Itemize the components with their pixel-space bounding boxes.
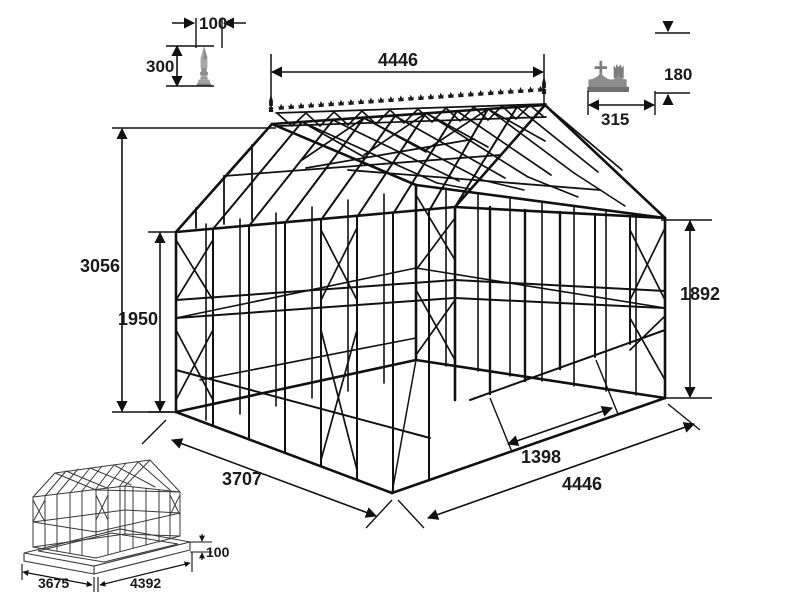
front-width-ext-left bbox=[397, 499, 425, 529]
depth-ext-left bbox=[141, 419, 167, 445]
side-wall-height-label: 1892 bbox=[680, 284, 720, 304]
finial-width-label: 100 bbox=[199, 14, 227, 33]
gable-left-rafter-back bbox=[270, 122, 418, 187]
roof-rafters-front-left bbox=[212, 106, 518, 230]
wall-verticals-front-left bbox=[212, 210, 430, 494]
sill-back-right bbox=[414, 358, 667, 400]
cresting-width-label: 315 bbox=[601, 110, 629, 129]
ridge-cresting-row bbox=[268, 76, 547, 128]
door-width-dimension: 1398 bbox=[489, 359, 619, 467]
door-width-dim-line bbox=[506, 406, 614, 446]
roof-lattice bbox=[301, 108, 546, 161]
depth-label: 3707 bbox=[222, 469, 262, 489]
finial-detail: 100 300 bbox=[146, 14, 246, 88]
front-width-label: 4446 bbox=[562, 474, 602, 494]
cresting-icon bbox=[587, 60, 629, 93]
inset-base-width-label: 4392 bbox=[130, 575, 161, 591]
cresting-detail: 180 315 bbox=[587, 20, 692, 129]
side-wall-height-dimension: 1892 bbox=[661, 219, 720, 399]
inset-depth-dim-line bbox=[22, 570, 93, 587]
door-width-label: 1398 bbox=[521, 447, 561, 467]
front-width-dim-line bbox=[426, 422, 696, 520]
roof-rafters-back bbox=[301, 104, 623, 184]
eave-front-left bbox=[174, 205, 457, 234]
inset-frame bbox=[32, 459, 181, 559]
sill-front-right bbox=[390, 396, 667, 495]
depth-ext-right bbox=[365, 499, 393, 529]
eave-back bbox=[414, 183, 667, 220]
ridge-length-dimension: 4446 bbox=[270, 50, 545, 112]
inset-base-height-dimension: 100 bbox=[190, 534, 230, 560]
inset-base-depth-dimension: 3675 bbox=[21, 564, 95, 592]
inset-base-width-dimension: 4392 bbox=[97, 552, 193, 592]
finial-height-label: 300 bbox=[146, 57, 174, 76]
eaves-height-label: 1950 bbox=[118, 309, 158, 329]
finial-icon bbox=[196, 46, 212, 86]
wall-verticals-back bbox=[205, 187, 637, 421]
gable-right-rafter-back bbox=[543, 103, 667, 220]
floor-lines bbox=[175, 359, 417, 494]
ridge-height-label: 3056 bbox=[80, 256, 120, 276]
finial-left-icon bbox=[268, 94, 274, 112]
wall-rails-back bbox=[175, 267, 666, 381]
wall-rails-front-left bbox=[175, 279, 456, 439]
greenhouse-main-view bbox=[174, 76, 667, 495]
inset-width-dim-line bbox=[99, 561, 191, 587]
depth-dimension: 3707 bbox=[141, 419, 393, 529]
ridge-length-label: 4446 bbox=[378, 50, 418, 70]
door-width-ext-right bbox=[595, 359, 619, 415]
gable-left-glazing-bars bbox=[195, 144, 253, 229]
cresting-height-label: 180 bbox=[664, 65, 692, 84]
inset-greenhouse-view: 3675 4392 100 bbox=[21, 459, 230, 592]
diagonal-bracing bbox=[175, 194, 666, 471]
front-width-ext-right bbox=[667, 403, 701, 431]
roof-purlins bbox=[223, 138, 601, 191]
depth-dim-line bbox=[170, 438, 378, 518]
finial-right-icon bbox=[541, 76, 547, 94]
inset-base-height-label: 100 bbox=[206, 544, 230, 560]
gable-right-rafter-front bbox=[453, 103, 547, 209]
cresting-arch-band bbox=[275, 103, 547, 128]
wall-rails-front-right bbox=[454, 279, 666, 401]
inset-base-depth-label: 3675 bbox=[38, 575, 69, 591]
front-width-dimension: 4446 bbox=[397, 403, 701, 529]
height-dimensions-left: 3056 1950 bbox=[80, 127, 276, 413]
